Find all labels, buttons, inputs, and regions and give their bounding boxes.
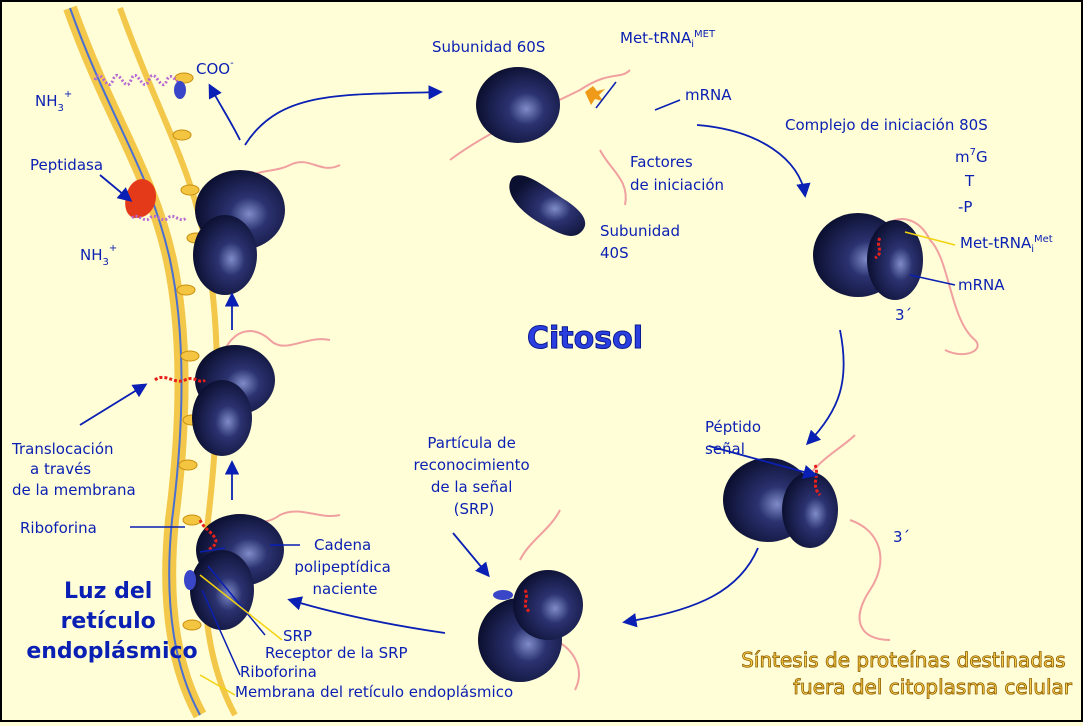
sintesis-label: Síntesis de proteínas destinadas fuera d…: [741, 648, 1073, 699]
subunidad-60s-label: Subunidad 60S: [432, 38, 545, 56]
m7g-label: m7G: [955, 147, 988, 166]
cadena-label: Cadena polipeptídica naciente: [294, 536, 395, 598]
ribosome-signal-peptide: [723, 458, 838, 548]
yellow-leader-lines: [199, 231, 956, 696]
ribosome-60s: [476, 67, 560, 143]
particula-label: Partícula de reconocimiento de la señal …: [414, 434, 535, 518]
folded-protein: [93, 73, 181, 87]
ribosome-80s: [813, 213, 923, 300]
membrana-label: Membrana del retículo endoplásmico: [235, 683, 513, 701]
mrna-right-label: mRNA: [958, 276, 1005, 294]
peptido-label: Péptido señal: [705, 418, 766, 458]
luz-label: Luz del retículo endoplásmico: [26, 579, 197, 664]
srp-particle: [493, 590, 513, 600]
srp-label: SRP: [283, 627, 312, 645]
signal-peptide-cleaved: [130, 214, 188, 222]
receptor-srp-label: Receptor de la SRP: [265, 644, 408, 662]
peptidase-icon: [125, 179, 156, 218]
t-label: T: [964, 172, 975, 190]
mrna-top-label: mRNA: [685, 86, 732, 104]
riboforina-top-label: Riboforina: [20, 519, 97, 537]
peptidasa-label: Peptidasa: [30, 156, 103, 174]
arrows: [79, 83, 845, 634]
met-trna-top-label: Met-tRNAiMET: [620, 29, 716, 50]
srp-receptor: [184, 570, 196, 590]
coo-label: COO-: [196, 58, 234, 78]
nh3-top-label: NH3+: [35, 89, 72, 114]
ribosome-membrane-2: [192, 345, 275, 456]
citosol-label: Citosol: [527, 321, 643, 356]
factores-label: Factores de iniciación: [630, 153, 724, 194]
ribosome-membrane-3: [190, 514, 284, 630]
subunidad-40s-label: Subunidad 40S: [600, 222, 685, 262]
nh3-mid-label: NH3+: [80, 243, 117, 268]
three-prime-b-label: 3´: [893, 528, 910, 546]
ribosome-srp: [478, 570, 583, 682]
p-label: -P: [958, 198, 972, 216]
ribosome-40s: [509, 175, 586, 236]
riboforina-bottom-label: Riboforina: [240, 663, 317, 681]
exit-protein: [174, 81, 186, 99]
met-trna-icon: [585, 86, 605, 105]
three-prime-a-label: 3´: [895, 306, 912, 324]
complejo-label: Complejo de iniciación 80S: [785, 116, 988, 134]
leader-lines: [130, 81, 956, 676]
ribosome-membrane-1: [193, 170, 285, 295]
met-trna-right-label: Met-tRNAiMet: [960, 234, 1053, 255]
translocacion-label: Translocación a través de la membrana: [11, 440, 136, 499]
